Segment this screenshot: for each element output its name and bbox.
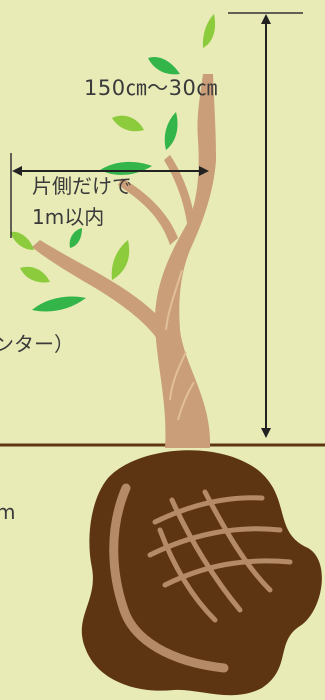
leaf-icon	[10, 231, 34, 250]
cropped-unit-label: m	[0, 500, 16, 524]
leaf-icon	[111, 240, 130, 280]
leaf-icon	[100, 161, 152, 175]
leaf-icon	[69, 228, 82, 248]
height-dimension	[228, 12, 303, 438]
leaf-icon	[148, 56, 180, 75]
spread-label-line1: 片側だけで	[32, 174, 132, 198]
height-range-label: 150㎝〜30㎝	[84, 76, 218, 100]
leaf-icon	[202, 14, 216, 48]
root-ball-icon	[81, 450, 322, 696]
spread-label-line2: 1m以内	[32, 205, 105, 229]
leaf-icon	[112, 115, 144, 132]
leaf-icon	[20, 266, 50, 283]
width-dimension	[10, 153, 209, 238]
leaf-icon	[164, 112, 178, 150]
cropped-center-label: ンター）	[0, 332, 74, 356]
leaves	[10, 14, 216, 312]
leaf-icon	[32, 296, 86, 312]
